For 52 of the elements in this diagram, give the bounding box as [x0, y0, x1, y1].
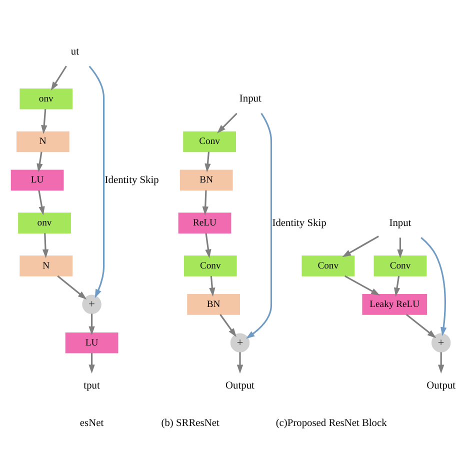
node-box: Leaky ReLU — [362, 293, 428, 314]
arrow — [41, 108, 48, 134]
node-box: N — [20, 255, 73, 276]
arrow — [246, 112, 272, 338]
arrow — [205, 232, 212, 258]
node-box: LU — [10, 169, 64, 190]
node-box: onv — [18, 212, 71, 233]
arrow — [236, 352, 244, 374]
node-text: Output — [226, 380, 254, 391]
node-circle: + — [230, 332, 250, 352]
arrow — [420, 236, 447, 336]
arrow — [88, 352, 95, 373]
arrow — [394, 275, 400, 296]
arrow — [50, 65, 67, 90]
arrow — [209, 275, 216, 296]
arrow — [38, 190, 45, 215]
arrow — [438, 352, 444, 374]
node-text: Input — [389, 217, 412, 228]
node-text: ut — [70, 46, 80, 57]
node-box: onv — [20, 88, 73, 109]
arrow — [397, 237, 404, 258]
arrow — [202, 190, 208, 215]
node-box: Conv — [302, 255, 355, 276]
node-box: BN — [180, 169, 233, 190]
label: esNet — [80, 418, 104, 429]
node-text: tput — [84, 380, 100, 391]
node-box: BN — [187, 293, 240, 314]
arrow — [342, 235, 379, 257]
label: (c)Proposed ResNet Block — [276, 418, 387, 429]
node-box: Conv — [184, 255, 237, 276]
arrow — [88, 313, 95, 335]
node-box: N — [16, 130, 70, 152]
arrow — [220, 314, 236, 337]
node-box: ReLU — [178, 212, 232, 233]
arrow — [88, 65, 105, 298]
node-box: LU — [65, 332, 118, 353]
node-box: Conv — [374, 255, 427, 276]
arrow — [57, 274, 87, 299]
label: (b) SRResNet — [161, 418, 220, 429]
arrow — [217, 112, 238, 133]
arrow — [344, 274, 380, 295]
arrow — [42, 232, 49, 258]
arrow — [204, 151, 211, 172]
arrow — [406, 313, 436, 338]
edge-label: Identity Skip — [104, 174, 159, 186]
node-circle: + — [431, 332, 451, 352]
node-text: Output — [426, 380, 456, 391]
arrow — [36, 151, 43, 172]
node-box: Conv — [183, 130, 236, 152]
node-text: Input — [239, 93, 262, 104]
edge-label: Identity Skip — [272, 217, 326, 228]
node-circle: + — [82, 294, 102, 314]
